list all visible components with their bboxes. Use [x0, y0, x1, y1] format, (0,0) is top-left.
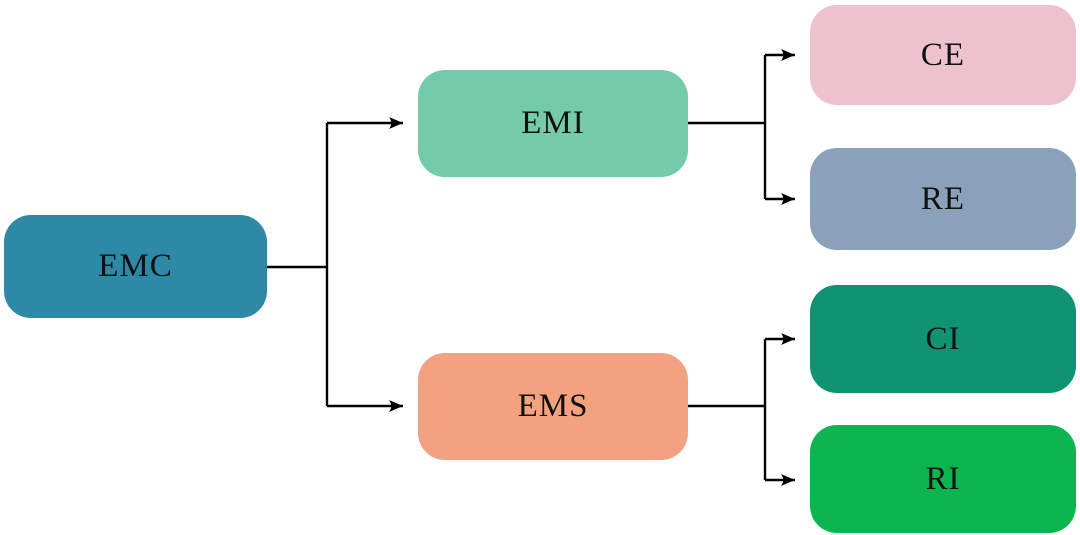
node-ri-label: RI — [925, 460, 961, 497]
node-ci: CI — [810, 285, 1076, 393]
node-ems-label: EMS — [517, 388, 589, 424]
node-ce: CE — [810, 5, 1076, 105]
node-ce-label: CE — [920, 36, 966, 73]
node-ci-label: CI — [925, 320, 961, 357]
node-emi-label: EMI — [521, 105, 585, 141]
node-emc: EMC — [4, 215, 267, 318]
node-re-label: RE — [920, 180, 966, 217]
node-emc-label: EMC — [98, 248, 173, 284]
node-ems: EMS — [418, 353, 688, 460]
node-emi: EMI — [418, 70, 688, 177]
node-ri: RI — [810, 425, 1076, 533]
node-re: RE — [810, 148, 1076, 250]
